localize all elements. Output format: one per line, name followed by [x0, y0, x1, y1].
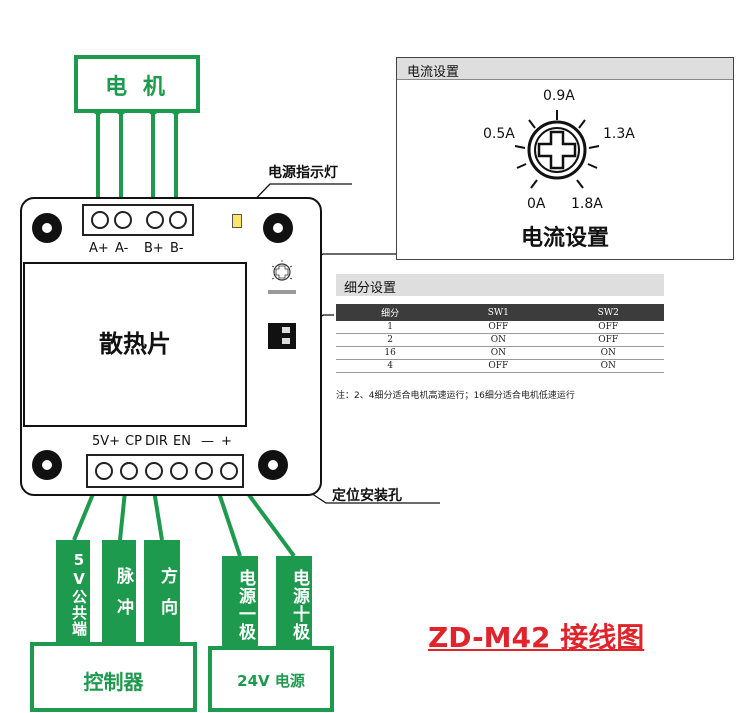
signal-terminal-block: [86, 454, 244, 488]
table-header-row: 细分 SW1 SW2: [336, 304, 664, 321]
subdivision-note: 注：2、4细分适合电机高速运行；16细分适合电机低速运行: [336, 391, 575, 401]
table-cell: 1: [336, 321, 445, 334]
table-cell: OFF: [552, 333, 664, 347]
current-panel-header-text: 电流设置: [407, 65, 460, 80]
terminal-label-a-minus: A-: [115, 241, 129, 256]
table-row: 2 ON OFF: [336, 333, 664, 347]
dial-value-0-9a: 0.9A: [543, 88, 575, 104]
signal-tag-direction: 方向: [144, 540, 180, 642]
table-cell: ON: [552, 346, 664, 360]
mounting-hole-top-left-inner: [39, 220, 55, 236]
terminal-label-dir: DIR: [145, 434, 168, 449]
motor-label: 电 机: [105, 75, 169, 100]
terminal-label-b-plus: B+: [144, 241, 164, 256]
terminal-label-b-minus: B-: [170, 241, 184, 256]
terminal-label-cp: CP: [125, 434, 142, 449]
signal-tag-pulse: 脉冲: [102, 540, 136, 642]
terminal-label-5v: 5V+: [92, 434, 121, 449]
power-led-label: 电源指示灯: [268, 165, 338, 181]
table-cell: OFF: [444, 359, 553, 373]
table-cell: 4: [336, 359, 445, 373]
controller-label: 控制器: [83, 670, 144, 694]
current-panel-title: 电流设置: [520, 226, 609, 251]
power-led: [232, 214, 242, 228]
dial-value-0-5a: 0.5A: [483, 126, 515, 142]
column-header: SW1: [444, 304, 553, 321]
motor-terminal-block: [82, 204, 194, 236]
controller-box: 控制器: [30, 642, 197, 712]
terminal-screw: [169, 211, 187, 229]
mounting-hole-top-right-inner: [270, 220, 286, 236]
current-knob-small: [268, 260, 296, 294]
terminal-label-minus: —: [201, 434, 214, 449]
table-cell: OFF: [444, 321, 553, 334]
terminal-screw: [114, 211, 132, 229]
column-header: SW2: [552, 304, 664, 321]
dial-value-0a: 0A: [527, 196, 546, 212]
column-header: 细分: [336, 304, 445, 321]
terminal-screw: [146, 211, 164, 229]
terminal-label-en: EN: [173, 434, 191, 449]
terminal-label-plus: +: [221, 434, 232, 449]
table-cell: OFF: [552, 321, 664, 334]
terminal-screw: [145, 462, 163, 480]
table-cell: ON: [552, 359, 664, 373]
motor-box: 电 机: [74, 55, 200, 113]
signal-tag-5v-common: 5V公共端: [56, 540, 90, 642]
current-dial: [514, 110, 600, 189]
table-cell: 2: [336, 333, 445, 347]
power-supply-label: 24V 电源: [237, 672, 305, 690]
signal-tag-power-positive: 电源十极: [276, 556, 312, 648]
heatsink-label: 散热片: [99, 330, 171, 358]
dial-value-1-3a: 1.3A: [603, 126, 635, 142]
power-supply-box: 24V 电源: [208, 646, 334, 712]
subdivision-panel: 细分设置 细分 SW1 SW2 1 OFF OFF 2 ON OFF 16 ON…: [336, 274, 666, 402]
terminal-screw: [170, 462, 188, 480]
dip-switch-2: [282, 338, 290, 344]
dial-value-1-8a: 1.8A: [571, 196, 603, 212]
table-cell: ON: [444, 346, 553, 360]
subdivision-table: 细分 SW1 SW2 1 OFF OFF 2 ON OFF 16 ON ON 4…: [336, 304, 664, 373]
subdivision-header: 细分设置: [336, 274, 664, 296]
mounting-hole-bottom-right-inner: [265, 457, 281, 473]
signal-tag-power-negative: 电源一极: [222, 556, 258, 648]
terminal-screw: [120, 462, 138, 480]
current-setting-panel: 电流设置 0.9A 0.5A 1.3A 0A 1.8A 电流设置: [396, 57, 734, 260]
terminal-screw: [95, 462, 113, 480]
diagram-title: ZD-M42 接线图: [428, 621, 645, 654]
terminal-screw: [195, 462, 213, 480]
current-panel-header: 电流设置: [397, 58, 733, 80]
heatsink: 散热片: [23, 262, 247, 427]
dip-switch: [268, 323, 296, 349]
terminal-label-a-plus: A+: [89, 241, 109, 256]
table-row: 4 OFF ON: [336, 359, 664, 373]
table-row: 16 ON ON: [336, 346, 664, 360]
dip-switch-1: [282, 327, 290, 333]
mounting-hole-bottom-left-inner: [39, 457, 55, 473]
subdivision-header-text: 细分设置: [344, 281, 397, 296]
table-cell: ON: [444, 333, 553, 347]
terminal-screw: [91, 211, 109, 229]
mount-hole-label: 定位安装孔: [332, 488, 402, 504]
table-cell: 16: [336, 346, 445, 360]
table-row: 1 OFF OFF: [336, 321, 664, 334]
terminal-screw: [220, 462, 238, 480]
